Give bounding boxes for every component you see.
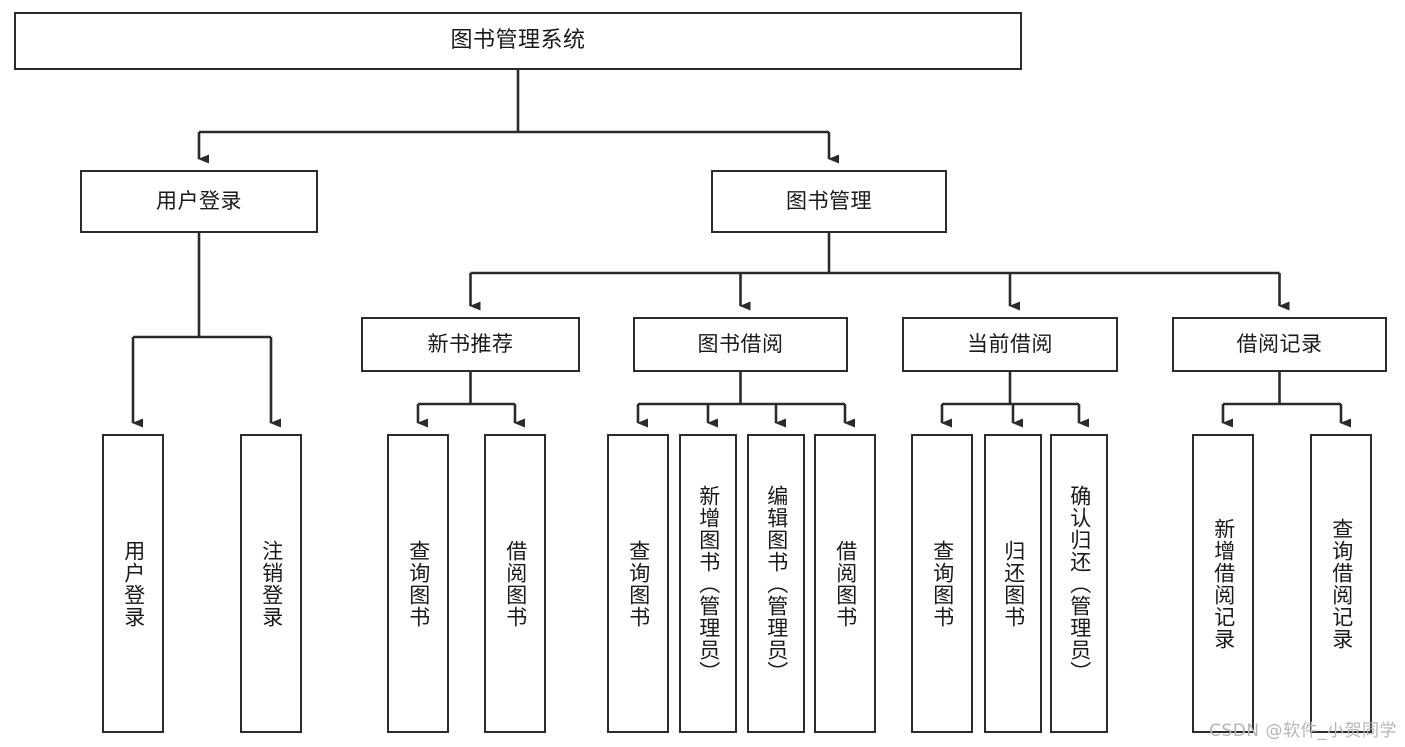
node-label: 用户登录 [156, 188, 242, 213]
node-label: 借阅记录 [1236, 331, 1323, 356]
node-new-book-rec[interactable]: 新书推荐 [361, 317, 580, 372]
node-label: 确认归还（管理员） [1067, 484, 1092, 683]
node-book-manage[interactable]: 图书管理 [711, 170, 947, 233]
node-label: 图书管理系统 [450, 27, 586, 53]
node-label: 新增借阅记录 [1211, 517, 1236, 650]
node-user-login[interactable]: 用户登录 [80, 170, 318, 233]
node-label: 借阅图书 [503, 539, 528, 628]
node-label: 新书推荐 [427, 331, 514, 356]
node-label: 查询借阅记录 [1329, 517, 1354, 650]
node-leaf-user-logout[interactable]: 注销登录 [240, 434, 302, 733]
node-label: 图书借阅 [697, 331, 784, 356]
node-label: 图书管理 [786, 188, 872, 213]
node-leaf-edit-book[interactable]: 编辑图书（管理员） [747, 434, 805, 733]
node-leaf-borrow-book-2[interactable]: 借阅图书 [814, 434, 876, 733]
node-label: 编辑图书（管理员） [764, 484, 789, 683]
node-label: 注销登录 [259, 539, 284, 628]
node-root[interactable]: 图书管理系统 [14, 12, 1022, 70]
node-borrow-record[interactable]: 借阅记录 [1172, 317, 1387, 372]
node-leaf-query-book-1[interactable]: 查询图书 [387, 434, 449, 733]
node-leaf-add-book[interactable]: 新增图书（管理员） [679, 434, 737, 733]
node-label: 新增图书（管理员） [696, 484, 721, 683]
node-leaf-return-book[interactable]: 归还图书 [984, 434, 1042, 733]
node-leaf-confirm-return[interactable]: 确认归还（管理员） [1050, 434, 1108, 733]
node-label: 当前借阅 [967, 331, 1053, 356]
node-book-borrow[interactable]: 图书借阅 [633, 317, 848, 372]
node-label: 归还图书 [1001, 539, 1026, 628]
node-leaf-borrow-book-1[interactable]: 借阅图书 [484, 434, 546, 733]
node-leaf-query-book-3[interactable]: 查询图书 [911, 434, 973, 733]
node-label: 用户登录 [121, 539, 146, 628]
node-leaf-add-record[interactable]: 新增借阅记录 [1192, 434, 1254, 733]
watermark-text: CSDN @软件_小贺同学 [1209, 721, 1397, 741]
node-current-borrow[interactable]: 当前借阅 [902, 317, 1118, 372]
node-label: 查询图书 [930, 539, 955, 628]
node-leaf-query-record[interactable]: 查询借阅记录 [1310, 434, 1372, 733]
node-label: 查询图书 [406, 539, 431, 628]
node-label: 借阅图书 [833, 539, 858, 628]
node-leaf-user-login[interactable]: 用户登录 [102, 434, 164, 733]
node-leaf-query-book-2[interactable]: 查询图书 [607, 434, 669, 733]
node-label: 查询图书 [626, 539, 651, 628]
